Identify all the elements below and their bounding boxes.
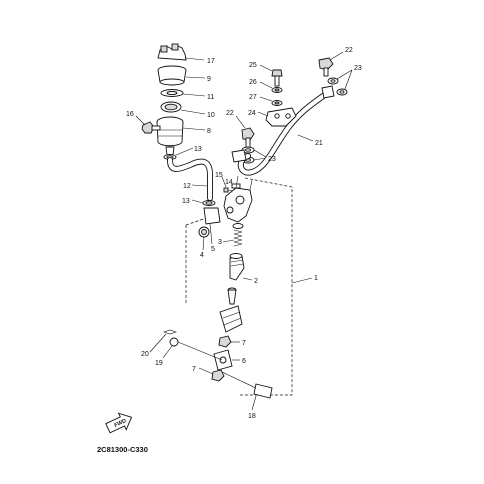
- leader-23-upper-a: [336, 69, 353, 80]
- leader-3: [222, 239, 235, 243]
- callout-7-lower: 7: [192, 366, 196, 373]
- leader-2: [242, 277, 253, 281]
- callout-14: 14: [225, 179, 233, 186]
- union-bolt-lower: [241, 127, 255, 151]
- callout-7-upper: 7: [242, 340, 246, 347]
- leader-22-upper: [329, 51, 344, 61]
- callout-1: 1: [314, 275, 318, 282]
- bolt-25: [271, 69, 283, 87]
- brake-hose: [231, 85, 335, 176]
- leader-16: [135, 115, 146, 126]
- diaphragm-plate: [160, 89, 184, 97]
- nut-7-upper: [218, 335, 232, 348]
- leader-18: [251, 395, 257, 411]
- callout-12: 12: [183, 183, 191, 190]
- callout-24: 24: [248, 110, 256, 117]
- copper-washers-upper: [327, 77, 348, 96]
- cup: [232, 223, 244, 229]
- boot: [219, 305, 243, 333]
- callout-20: 20: [141, 351, 149, 358]
- callout-4: 4: [200, 252, 204, 259]
- callout-11: 11: [207, 94, 214, 101]
- leader-25: [259, 64, 273, 72]
- leader-12: [191, 184, 208, 187]
- spacer-18: [221, 371, 273, 399]
- callout-8: 8: [207, 128, 211, 135]
- leader-1: [291, 277, 313, 284]
- piston-assembly: [229, 253, 245, 281]
- callout-27: 27: [249, 94, 257, 101]
- callout-13-upper: 13: [194, 146, 202, 153]
- washer-27: [271, 100, 283, 106]
- callout-26: 26: [249, 79, 257, 86]
- nut-7-lower: [211, 369, 225, 382]
- callout-22-lower: 22: [226, 110, 234, 117]
- diagram-code: 2C81300-C330: [97, 445, 148, 454]
- leader-24: [257, 111, 269, 117]
- leader-9: [185, 76, 206, 79]
- leader-26: [259, 81, 273, 89]
- ring: [160, 101, 182, 113]
- leader-20: [149, 333, 167, 353]
- leader-21: [297, 134, 314, 142]
- callout-17: 17: [207, 58, 215, 65]
- leader-13-lower: [191, 199, 204, 204]
- clevis: [213, 349, 233, 371]
- hose-clip-lower: [202, 200, 216, 206]
- leader-19: [162, 345, 173, 359]
- callout-18: 18: [248, 413, 256, 420]
- reservoir-diaphragm: [157, 65, 187, 86]
- callout-21: 21: [315, 140, 323, 147]
- hose-joint: [203, 207, 221, 245]
- callout-13-lower: 13: [182, 198, 190, 205]
- fwd-arrow-icon: FWD: [105, 412, 133, 434]
- callout-22-upper: 22: [345, 47, 353, 54]
- leader-27: [259, 96, 273, 102]
- leader-8: [182, 127, 206, 131]
- leader-11: [182, 93, 206, 97]
- leader-23-lower-a: [253, 149, 267, 158]
- callout-10: 10: [207, 112, 215, 119]
- reservoir-tank: [156, 116, 184, 156]
- callout-5: 5: [211, 246, 215, 253]
- cotter-pin: [163, 329, 177, 335]
- piston-rod: [227, 287, 237, 305]
- leader-23-upper-b: [344, 69, 353, 90]
- leader-13-upper: [175, 147, 194, 156]
- reservoir-cap: [157, 43, 187, 61]
- callout-23-lower: 23: [268, 156, 276, 163]
- leader-4: [202, 236, 205, 251]
- callout-19: 19: [155, 360, 163, 367]
- callout-2: 2: [254, 278, 258, 285]
- union-bolt-upper: [318, 57, 334, 77]
- callout-25: 25: [249, 62, 257, 69]
- callout-15: 15: [215, 172, 223, 179]
- leader-22-lower: [235, 115, 246, 129]
- spring: [233, 229, 243, 247]
- callout-23-upper: 23: [354, 65, 362, 72]
- callout-16: 16: [126, 111, 134, 118]
- leader-17: [185, 57, 205, 61]
- callout-3: 3: [218, 239, 222, 246]
- leader-7-lower: [198, 367, 214, 375]
- leader-10: [180, 109, 206, 115]
- o-ring-4: [198, 226, 210, 238]
- callout-6: 6: [242, 358, 246, 365]
- fwd-label: FWD: [113, 418, 127, 429]
- washer-26: [271, 87, 283, 93]
- hose-guide: [265, 107, 297, 127]
- leader-23-lower-b: [253, 157, 267, 161]
- master-cylinder-body: [223, 175, 253, 223]
- callout-9: 9: [207, 76, 211, 83]
- pin: [169, 337, 223, 361]
- reservoir-hose: [167, 157, 213, 201]
- leader-15: [221, 176, 227, 188]
